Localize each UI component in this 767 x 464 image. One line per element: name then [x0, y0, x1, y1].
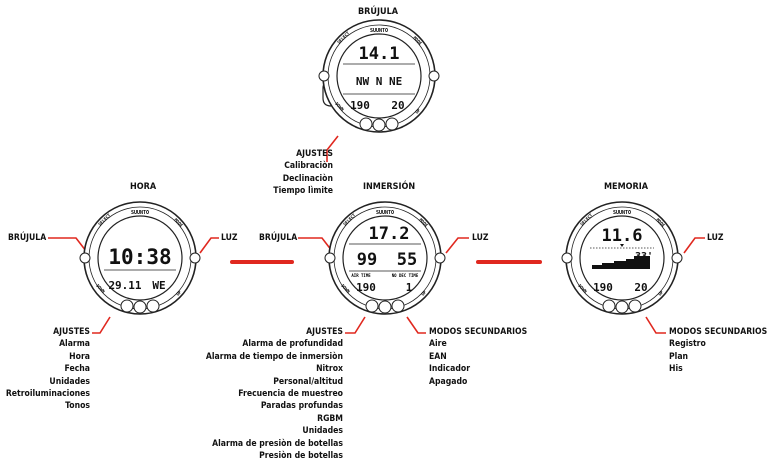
inmersion-secondary-list: MODOS SECUNDARIOS Aire EAN Indicador Apa…: [429, 326, 527, 388]
hora-settings-list: AJUSTES Alarma Hora Fecha Unidades Retro…: [6, 326, 90, 413]
watch-brand: SUUNTO: [370, 28, 388, 34]
btn-up-label: UP: [657, 289, 664, 296]
list-item: EAN: [429, 351, 447, 362]
callout-inmersion-secundarios: [406, 316, 426, 334]
title-inmersion: INMERSIÓN: [363, 182, 416, 192]
hora-settings-header: AJUSTES: [53, 327, 90, 337]
list-item: Alarma de presiòn de botellas: [212, 438, 343, 449]
callout-inmersion-brujula: [298, 237, 333, 252]
inmersion-secondary-header: MODOS SECUNDARIOS: [429, 327, 528, 337]
list-item: Unidades: [302, 426, 343, 437]
list-item: Frecuencia de muestreo: [238, 389, 343, 400]
inmersion-settings-list: AJUSTES Alarma de profundidad Alarma de …: [206, 326, 343, 462]
brujula-settings-header: AJUSTES: [296, 149, 333, 159]
hora-left-label: BRÚJULA: [8, 233, 47, 243]
list-item: Declinaciòn: [282, 173, 333, 184]
btn-mode-label: MODE: [173, 217, 184, 228]
callout-brujula-ajustes: [326, 135, 339, 162]
list-item: Alarma: [59, 339, 90, 350]
dive-right-bottom: 1: [406, 281, 413, 294]
list-item: Alarma de tiempo de inmersiòn: [205, 351, 343, 362]
list-item: Alarma de profundidad: [242, 339, 343, 350]
list-item: Indicador: [429, 364, 471, 375]
dive-pressure: 190: [356, 281, 376, 294]
list-item: Fecha: [64, 364, 90, 375]
list-item: Nitrox: [316, 364, 343, 375]
list-item: Apagado: [429, 376, 468, 387]
memoria-secondary-header: MODOS SECUNDARIOS: [669, 327, 767, 337]
watch-brand: SUUNTO: [131, 210, 149, 216]
btn-down-label: DOWN: [340, 283, 351, 294]
callout-hora-ajustes: [92, 316, 111, 334]
list-item: Tonos: [65, 401, 90, 412]
compass-temp: 20: [391, 99, 404, 112]
list-item: Hora: [69, 351, 90, 362]
list-item: Registro: [669, 339, 706, 350]
list-item: Retroiluminaciones: [5, 389, 90, 400]
watch-brand: SUUNTO: [376, 210, 394, 216]
btn-down-label: DOWN: [95, 283, 106, 294]
callout-memoria-secundarios: [645, 316, 666, 334]
btn-up-label: UP: [175, 289, 182, 296]
memoria-right-label: LUZ: [707, 233, 724, 243]
list-item: Aire: [429, 339, 447, 350]
dive-depth: 17.2: [369, 224, 410, 244]
callout-hora-luz: [199, 237, 219, 254]
inmersion-left-label: BRÚJULA: [259, 233, 298, 243]
callout-inmersion-ajustes: [345, 316, 366, 334]
dive-profile-graph: [592, 256, 650, 269]
dive-left-value: 99: [357, 250, 377, 270]
watch-hora: SUUNTO SELECT MODE DOWN UP 10:38 29.11 W…: [79, 201, 201, 315]
dive-right-value: 55: [397, 250, 417, 270]
watch-brand: SUUNTO: [613, 210, 631, 216]
list-item: Plan: [669, 351, 689, 362]
compass-depth: 14.1: [359, 44, 400, 64]
list-item: Unidades: [49, 376, 90, 387]
memory-depth: 11.6: [602, 226, 643, 246]
list-item: Presiòn de botellas: [259, 451, 343, 462]
inmersion-settings-header: AJUSTES: [306, 327, 343, 337]
title-brujula: BRÚJULA: [358, 7, 398, 17]
callout-inmersion-luz: [445, 237, 469, 254]
list-item: Paradas profundas: [260, 401, 343, 412]
list-item: RGBM: [317, 413, 343, 424]
compass-pressure: 190: [350, 99, 370, 112]
callout-memoria-luz: [683, 237, 705, 254]
title-memoria: MEMORIA: [604, 182, 649, 192]
title-hora: HORA: [130, 182, 157, 192]
btn-down-label: DOWN: [577, 283, 588, 294]
weekday-display: WE: [152, 279, 165, 292]
time-display: 10:38: [108, 245, 171, 269]
list-item: Tiempo lìmite: [273, 186, 333, 197]
watch-inmersion: SUUNTO SELECT MODE DOWN UP 17.2 99 55 AI…: [324, 201, 446, 315]
list-item: Calibraciòn: [284, 161, 333, 172]
btn-up-label: UP: [414, 107, 421, 114]
date-display: 29.11: [108, 279, 141, 292]
btn-up-label: UP: [420, 289, 427, 296]
memory-temp: 20: [634, 281, 647, 294]
hora-right-label: LUZ: [221, 233, 238, 243]
list-item: His: [669, 364, 683, 375]
btn-mode-label: MODE: [655, 217, 666, 228]
brujula-settings-list: AJUSTES Calibraciòn Declinaciòn Tiempo l…: [273, 148, 333, 198]
memoria-secondary-list: MODOS SECUNDARIOS Registro Plan His: [669, 326, 767, 376]
inmersion-right-label: LUZ: [472, 233, 489, 243]
callout-hora-brujula: [48, 237, 87, 252]
btn-down-label: DOWN: [334, 101, 345, 112]
no-dec-time-label: NO DEC TIME: [392, 273, 419, 278]
btn-mode-label: MODE: [418, 217, 429, 228]
air-time-label: AIR TIME: [351, 273, 371, 278]
list-item: Personal/altitud: [273, 376, 343, 387]
compass-heading: NW N NE: [356, 75, 402, 88]
memory-pressure: 190: [593, 281, 613, 294]
callout-lines: [48, 135, 705, 334]
btn-mode-label: MODE: [412, 35, 423, 46]
watch-brujula: SUUNTO SELECT MODE DOWN UP 14.1 NW N NE …: [318, 19, 440, 133]
watch-memoria: SUUNTO SELECT MODE DOWN UP 11.6 33' 190 …: [561, 201, 683, 315]
